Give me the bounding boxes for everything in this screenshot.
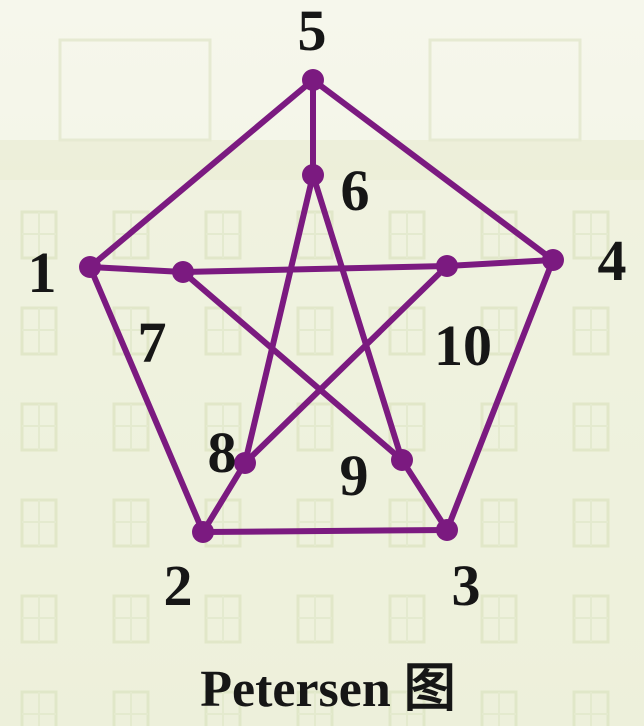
graph-nodes	[79, 69, 564, 543]
edge-3-4	[444, 257, 556, 533]
edge-5-4	[310, 77, 556, 263]
edge-7-10	[180, 263, 450, 275]
node-7	[172, 261, 194, 283]
edge-10-8	[242, 263, 450, 466]
graph-edges	[87, 77, 556, 535]
edge-7-9	[180, 269, 405, 463]
node-6	[302, 164, 324, 186]
node-labels: 5 1 4 6 7 10 8 9 2 3	[28, 0, 627, 618]
node-label-9: 9	[340, 443, 369, 508]
edge-1-2	[87, 264, 206, 535]
edge-6-8	[242, 172, 316, 466]
edge-5-1	[87, 77, 316, 270]
edge-2-8	[200, 460, 248, 535]
node-10	[436, 255, 458, 277]
node-label-4: 4	[598, 228, 627, 293]
figure-caption: Petersen 图	[200, 661, 456, 718]
node-8	[234, 452, 256, 474]
node-label-1: 1	[28, 240, 57, 305]
node-label-8: 8	[208, 420, 237, 485]
edge-1-7	[87, 264, 186, 275]
edge-6-9	[310, 172, 405, 463]
node-5	[302, 69, 324, 91]
node-1	[79, 256, 101, 278]
node-label-2: 2	[164, 553, 193, 618]
node-9	[391, 449, 413, 471]
node-label-7: 7	[138, 310, 167, 375]
node-label-5: 5	[298, 0, 327, 63]
edge-4-10	[444, 257, 556, 269]
node-label-10: 10	[434, 313, 492, 378]
node-label-6: 6	[341, 158, 370, 223]
edge-2-3	[200, 527, 450, 535]
node-4	[542, 249, 564, 271]
node-3	[436, 519, 458, 541]
edge-3-9	[399, 457, 450, 533]
node-label-3: 3	[452, 553, 481, 618]
node-2	[192, 521, 214, 543]
